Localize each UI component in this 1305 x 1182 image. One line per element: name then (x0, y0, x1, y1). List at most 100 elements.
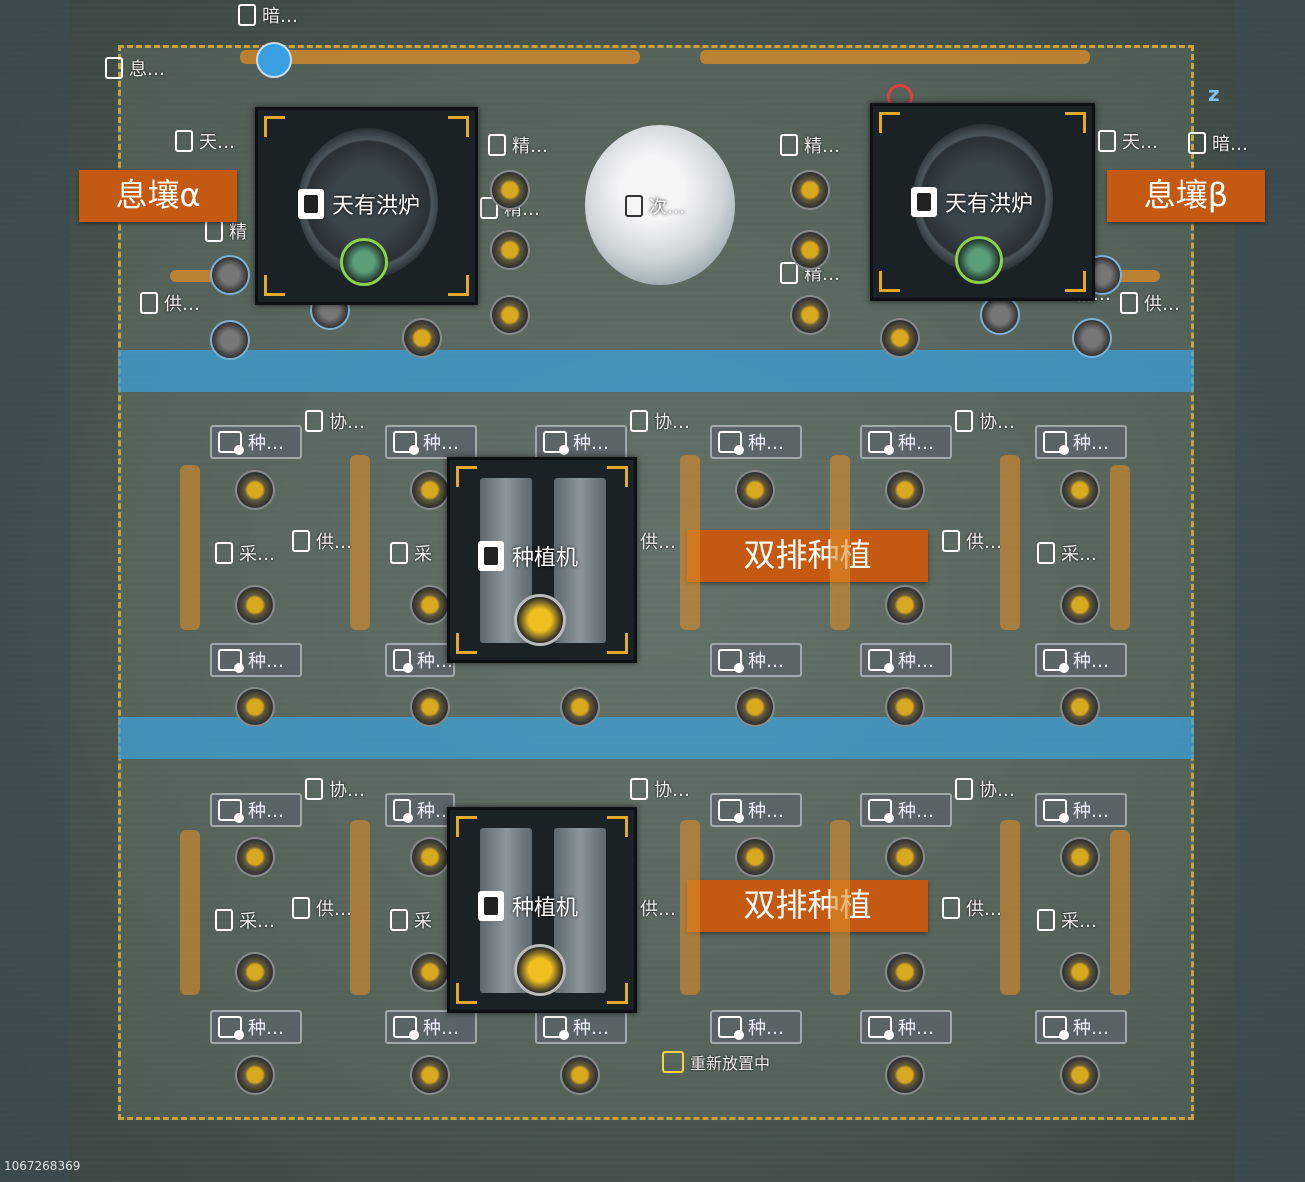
planter-mini[interactable]: 种… (1035, 793, 1127, 827)
crop-slot[interactable] (235, 470, 275, 510)
supply-marker[interactable]: 供… (292, 528, 352, 554)
crop-slot[interactable] (1060, 837, 1100, 877)
item-slot[interactable] (490, 295, 530, 335)
crop-slot[interactable] (1060, 687, 1100, 727)
planter-mini[interactable]: 种… (535, 425, 627, 459)
collab-marker[interactable]: 协… (955, 408, 1015, 434)
item-slot[interactable] (210, 320, 250, 360)
planter-mini[interactable]: 种… (1035, 643, 1127, 677)
planter-mini[interactable]: 种… (210, 1010, 302, 1044)
crop-slot[interactable] (235, 687, 275, 727)
dark-marker-top[interactable]: 暗… (238, 2, 298, 28)
harvest-marker[interactable]: 采… (215, 907, 275, 933)
harvest-marker[interactable]: 采… (1037, 907, 1097, 933)
crop-slot[interactable] (1060, 1055, 1100, 1095)
planter-mini[interactable]: 种… (535, 1010, 627, 1044)
item-slot[interactable] (490, 170, 530, 210)
collab-marker[interactable]: 协… (630, 776, 690, 802)
conveyor-belt (350, 820, 370, 995)
info-marker-left[interactable]: 息… (105, 55, 165, 81)
harvest-marker[interactable]: 采 (390, 540, 432, 566)
crop-slot[interactable] (235, 837, 275, 877)
crop-slot[interactable] (235, 585, 275, 625)
item-slot[interactable] (1072, 318, 1112, 358)
crop-slot[interactable] (885, 470, 925, 510)
dark-marker-right[interactable]: 暗… (1188, 130, 1248, 156)
item-slot[interactable] (790, 170, 830, 210)
furnace-right-card[interactable]: 天有洪炉 (870, 103, 1095, 301)
planter-mini[interactable]: 种… (710, 1010, 802, 1044)
planter-mini[interactable]: 种… (210, 425, 302, 459)
harvest-marker[interactable]: 采… (215, 540, 275, 566)
planter-bottom-output-slot[interactable] (514, 944, 566, 996)
planter-top-card[interactable]: 种植机 (447, 457, 637, 663)
item-slot[interactable] (980, 295, 1020, 335)
planter-mini[interactable]: 种… (385, 643, 455, 677)
planter-mini[interactable]: 种… (860, 793, 952, 827)
crop-slot[interactable] (1060, 952, 1100, 992)
furnace-right-output-slot[interactable] (955, 236, 1003, 284)
planter-mini[interactable]: 种… (860, 1010, 952, 1044)
core-orb[interactable] (585, 125, 735, 285)
supply-marker[interactable]: 供… (942, 895, 1002, 921)
harvest-marker[interactable]: 采 (390, 907, 432, 933)
planter-bottom-card[interactable]: 种植机 (447, 807, 637, 1013)
crop-slot[interactable] (410, 1055, 450, 1095)
supply-marker[interactable]: 供… (292, 895, 352, 921)
crop-slot[interactable] (560, 687, 600, 727)
planter-mini[interactable]: 种… (385, 1010, 477, 1044)
crop-slot[interactable] (1060, 585, 1100, 625)
crop-slot[interactable] (410, 837, 450, 877)
planter-mini[interactable]: 种… (385, 793, 455, 827)
planter-top-output-slot[interactable] (514, 594, 566, 646)
crop-slot[interactable] (410, 470, 450, 510)
item-slot[interactable] (210, 255, 250, 295)
supply-marker[interactable]: 供… (640, 532, 676, 553)
refine-marker-a[interactable]: 精… (488, 132, 548, 158)
planter-mini[interactable]: 种… (1035, 425, 1127, 459)
planter-mini[interactable]: 种… (710, 793, 802, 827)
item-slot[interactable] (790, 230, 830, 270)
crop-slot[interactable] (735, 687, 775, 727)
planter-mini[interactable]: 种… (385, 425, 477, 459)
sky-marker-left[interactable]: 天… (175, 128, 235, 154)
planter-mini[interactable]: 种… (860, 643, 952, 677)
crop-slot[interactable] (560, 1055, 600, 1095)
collab-marker[interactable]: 协… (305, 408, 365, 434)
crop-slot[interactable] (1060, 470, 1100, 510)
crop-slot[interactable] (410, 585, 450, 625)
crop-slot[interactable] (235, 952, 275, 992)
crop-slot[interactable] (885, 837, 925, 877)
item-slot[interactable] (490, 230, 530, 270)
supply-marker[interactable]: 供… (640, 899, 676, 920)
furnace-left-card[interactable]: 天有洪炉 (255, 107, 478, 305)
item-slot[interactable] (402, 318, 442, 358)
collab-marker[interactable]: 协… (305, 776, 365, 802)
harvest-marker[interactable]: 采… (1037, 540, 1097, 566)
crop-slot[interactable] (885, 585, 925, 625)
sky-marker-right[interactable]: 天… (1098, 128, 1158, 154)
collab-marker[interactable]: 协… (955, 776, 1015, 802)
planter-mini[interactable]: 种… (210, 793, 302, 827)
item-slot[interactable] (790, 295, 830, 335)
supply-marker-right[interactable]: 供… (1120, 290, 1180, 316)
planter-mini[interactable]: 种… (860, 425, 952, 459)
planter-mini[interactable]: 种… (710, 643, 802, 677)
crop-slot[interactable] (735, 837, 775, 877)
supply-marker-left[interactable]: 供… (140, 290, 200, 316)
planter-mini[interactable]: 种… (210, 643, 302, 677)
furnace-left-output-slot[interactable] (340, 238, 388, 286)
supply-marker[interactable]: 供… (942, 528, 1002, 554)
refine-marker-b[interactable]: 精… (780, 132, 840, 158)
item-slot[interactable] (880, 318, 920, 358)
crop-slot[interactable] (235, 1055, 275, 1095)
crop-slot[interactable] (885, 687, 925, 727)
crop-slot[interactable] (410, 687, 450, 727)
crop-slot[interactable] (885, 952, 925, 992)
planter-mini[interactable]: 种… (710, 425, 802, 459)
crop-slot[interactable] (410, 952, 450, 992)
crop-slot[interactable] (885, 1055, 925, 1095)
crop-slot[interactable] (735, 470, 775, 510)
planter-mini[interactable]: 种… (1035, 1010, 1127, 1044)
collab-marker[interactable]: 协… (630, 408, 690, 434)
